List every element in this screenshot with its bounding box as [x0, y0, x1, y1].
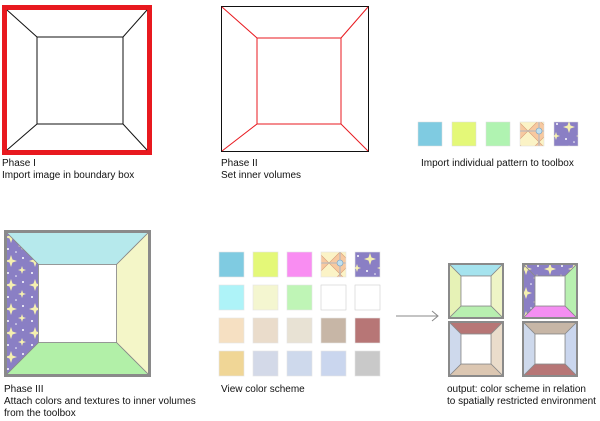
- scheme-swatch: [218, 350, 245, 377]
- scheme-swatch: [320, 284, 347, 311]
- room-frame: [448, 321, 504, 377]
- output-room: [522, 321, 578, 377]
- toolbox-swatch: [417, 121, 443, 147]
- toolbox-caption-wrap: Import individual pattern to toolbox: [421, 158, 574, 170]
- scheme-swatch: [320, 350, 347, 377]
- phase2-diagonal: [340, 6, 369, 39]
- scheme-swatch: [252, 284, 279, 311]
- room-frame: [448, 263, 504, 319]
- output-description: to spatially restricted environment: [447, 396, 596, 407]
- phase3-description-cont: from the toolbox: [4, 408, 76, 419]
- scheme-swatch: [286, 317, 313, 344]
- phase2-inner-square: [256, 37, 342, 125]
- scheme-swatch: [218, 251, 245, 278]
- phase1-inner-square: [36, 36, 124, 125]
- phase3-colored-room: [4, 230, 151, 377]
- scheme-swatch: [252, 350, 279, 377]
- toolbox-swatch: [519, 121, 545, 147]
- scheme-caption-wrap: View color scheme: [221, 384, 305, 396]
- color-scheme-grid: [218, 251, 381, 377]
- phase2-outer-frame: [221, 6, 369, 152]
- inner-opening: [38, 264, 117, 343]
- scheme-caption: View color scheme: [221, 384, 305, 395]
- scheme-swatch: [286, 284, 313, 311]
- arrow-icon: [396, 310, 439, 322]
- room-frame: [4, 230, 151, 377]
- phase2-diagonal: [221, 6, 258, 39]
- phase3-room: [4, 230, 151, 377]
- scheme-swatch: [218, 317, 245, 344]
- scheme-swatch: [252, 251, 279, 278]
- scheme-swatch: [252, 317, 279, 344]
- toolbox-swatch: [553, 121, 579, 147]
- scheme-swatch: [286, 251, 313, 278]
- scheme-swatch: [354, 284, 381, 311]
- output-title: output: color scheme in relation: [447, 384, 586, 395]
- scheme-swatch: [218, 284, 245, 311]
- scheme-swatch: [320, 317, 347, 344]
- phase2-caption: Phase II Set inner volumes: [221, 158, 301, 182]
- room-frame: [522, 263, 578, 319]
- inner-opening: [460, 333, 492, 365]
- phase3-caption: Phase III Attach colors and textures to …: [4, 384, 196, 420]
- phase1-title: Phase I: [2, 158, 36, 169]
- phase1-outer-frame: [2, 5, 152, 155]
- phase2-diagonal: [221, 123, 258, 152]
- phase1-diagonal: [122, 9, 148, 38]
- scheme-swatch: [354, 317, 381, 344]
- phase2-diagonal: [340, 123, 369, 152]
- phase1-boundary-box: [2, 5, 152, 155]
- inner-opening: [460, 275, 492, 307]
- phase1-caption: Phase I Import image in boundary box: [2, 158, 134, 182]
- phase2-inner-volumes: [221, 6, 369, 152]
- phase2-title: Phase II: [221, 158, 258, 169]
- output-rooms: [448, 263, 578, 377]
- phase3-description: Attach colors and textures to inner volu…: [4, 396, 196, 407]
- output-room: [522, 263, 578, 319]
- phase1-diagonal: [6, 9, 38, 38]
- phase1-diagonal: [6, 123, 38, 151]
- scheme-swatch: [286, 350, 313, 377]
- inner-opening: [534, 275, 566, 307]
- phase3-title: Phase III: [4, 384, 44, 395]
- phase1-description: Import image in boundary box: [2, 170, 135, 181]
- phase2-description: Set inner volumes: [221, 170, 302, 181]
- output-room: [448, 321, 504, 377]
- output-room: [448, 263, 504, 319]
- toolbox-swatch: [485, 121, 511, 147]
- phase1-diagonal: [122, 123, 148, 151]
- room-frame: [522, 321, 578, 377]
- scheme-swatch: [320, 251, 347, 278]
- toolbox-caption: Import individual pattern to toolbox: [421, 158, 574, 169]
- output-caption: output: color scheme in relation to spat…: [447, 384, 596, 408]
- toolbox-swatch: [451, 121, 477, 147]
- scheme-swatch: [354, 350, 381, 377]
- toolbox-swatches: [417, 121, 579, 147]
- inner-opening: [534, 333, 566, 365]
- scheme-swatch: [354, 251, 381, 278]
